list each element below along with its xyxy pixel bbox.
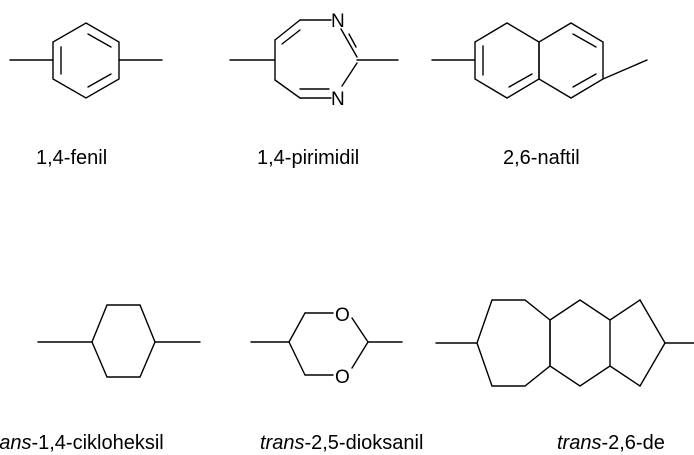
dioxanyl-prefix: trans — [260, 432, 304, 454]
phenyl-name: 1,4-fenil — [36, 147, 107, 169]
naphthyl-structure — [431, 22, 648, 99]
decalinyl-suffix: -2,6-de — [601, 432, 664, 454]
phenyl-structure — [9, 22, 163, 99]
naphthyl-name: 2,6-naftil — [503, 147, 580, 169]
cyclohexyl-suffix: -1,4-cikloheksil — [31, 432, 163, 454]
decalinyl-structure — [435, 299, 694, 387]
cyclohexyl-name: trans-1,4-cikloheksil — [0, 432, 164, 454]
pyrimidyl-structure: N N — [229, 11, 399, 110]
decalinyl-prefix: trans — [557, 432, 601, 454]
dioxanyl-name: trans-2,5-dioksanil — [260, 432, 423, 454]
cyclohexyl-structure — [37, 304, 201, 378]
pyrimidyl-name: 1,4-pirimidil — [257, 147, 359, 169]
pyrimidine-n3-label: N — [331, 89, 345, 110]
dioxane-o1-label: O — [335, 305, 350, 326]
pyrimidine-n1-label: N — [331, 11, 345, 32]
dioxane-o3-label: O — [335, 367, 350, 388]
decalinyl-name: trans-2,6-de — [557, 432, 665, 454]
cyclohexyl-prefix: trans — [0, 432, 31, 454]
dioxanyl-structure: O O — [250, 305, 403, 388]
dioxanyl-suffix: -2,5-dioksanil — [304, 432, 423, 454]
